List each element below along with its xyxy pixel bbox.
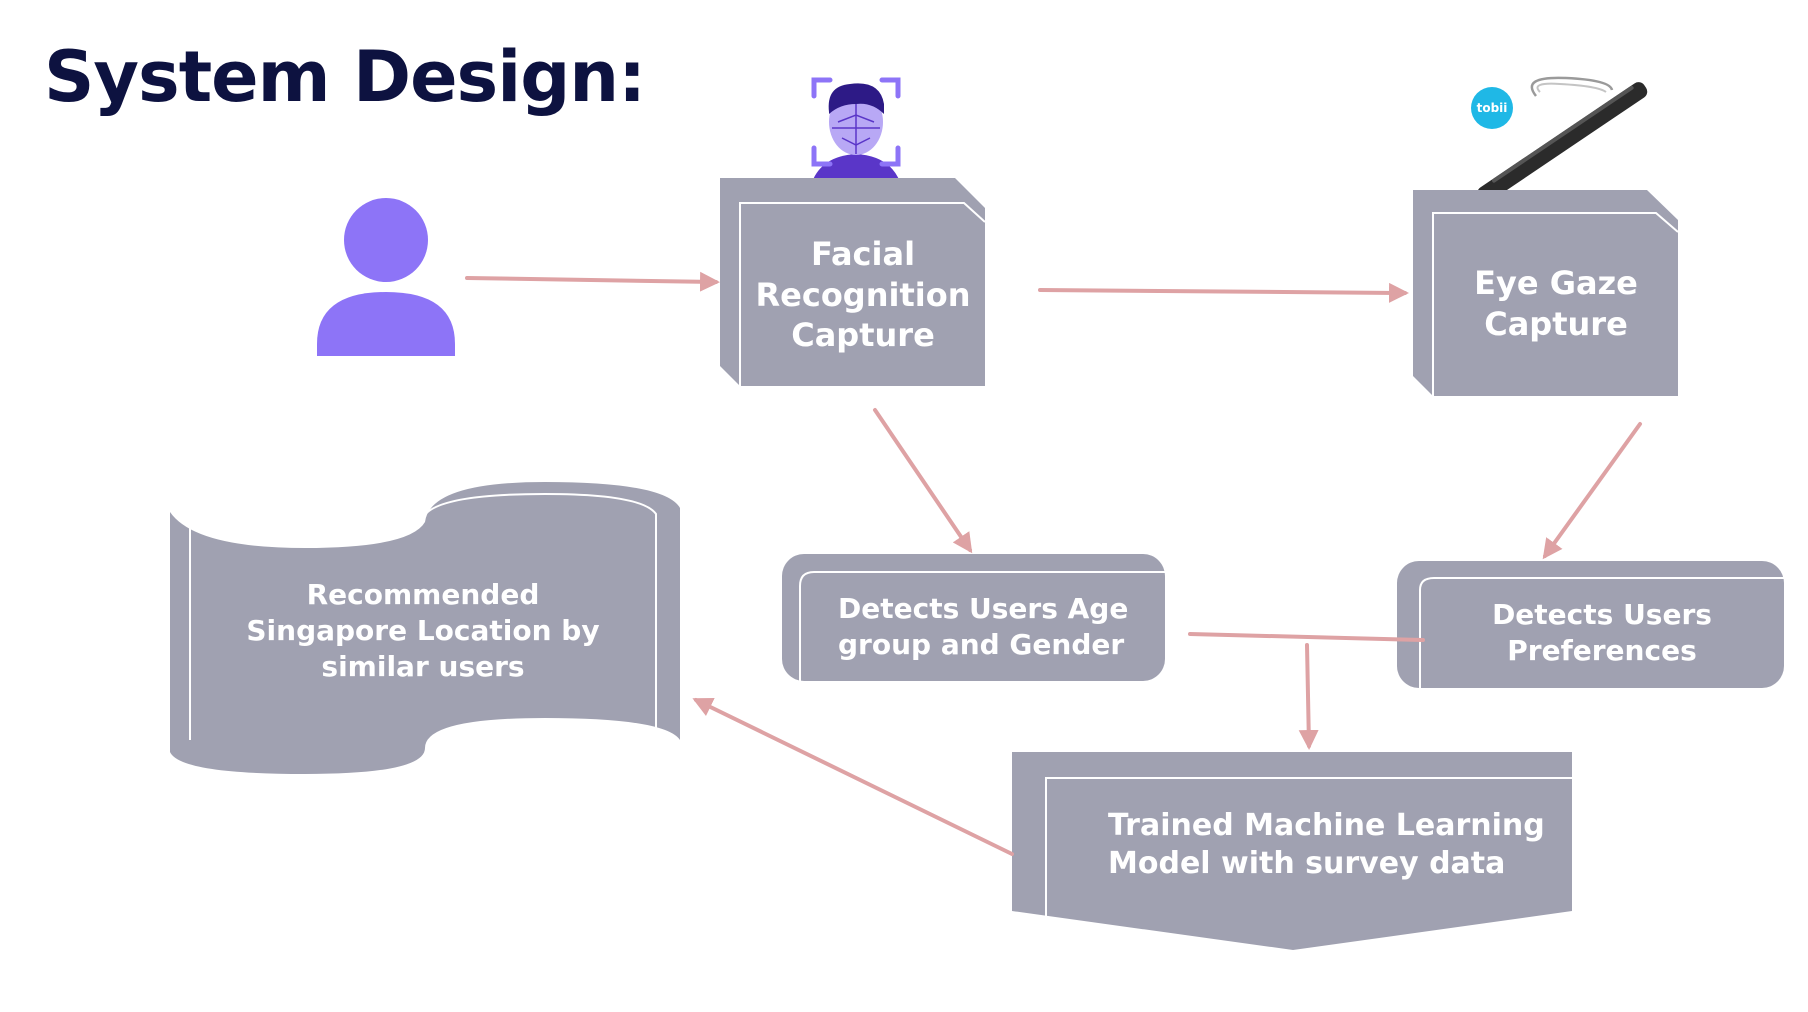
recommendation-node-shape [170, 482, 680, 774]
facial-recognition-label: Facial Recognition Capture [755, 234, 971, 355]
preferences-node-shape [1397, 561, 1784, 688]
age-gender-label: Detects Users Age group and Gender [838, 592, 1129, 661]
connector-age-to-preferences [1188, 632, 1425, 642]
preferences-label: Detects Users Preferences [1492, 598, 1712, 667]
recommendation-label: Recommended Singapore Location by simila… [246, 578, 600, 683]
user-icon [317, 198, 455, 356]
connector-arrows [465, 271, 1642, 856]
face-scan-icon [811, 77, 901, 182]
eye-tracker-device-icon: tobii [1471, 76, 1648, 203]
eye-gaze-label: Eye Gaze Capture [1474, 264, 1638, 343]
arrow-ml-model-to-recommendation [692, 698, 1014, 856]
arrow-facial-to-age-gender [873, 408, 973, 554]
tobii-logo-text: tobii [1477, 101, 1508, 115]
age-gender-node-shape [782, 554, 1165, 681]
eye-gaze-node-shape [1413, 190, 1679, 396]
slide-title: System Design: [44, 36, 646, 118]
arrow-eye-gaze-to-preferences [1542, 422, 1642, 560]
ml-model-node-shape [1012, 752, 1572, 950]
ml-model-label: Trained Machine Learning Model with surv… [1108, 807, 1545, 881]
arrow-merge-to-ml-model [1298, 643, 1319, 750]
facial-recognition-node-shape [720, 178, 986, 386]
arrow-facial-to-eye-gaze [1038, 282, 1409, 303]
arrow-user-to-facial [465, 271, 720, 292]
